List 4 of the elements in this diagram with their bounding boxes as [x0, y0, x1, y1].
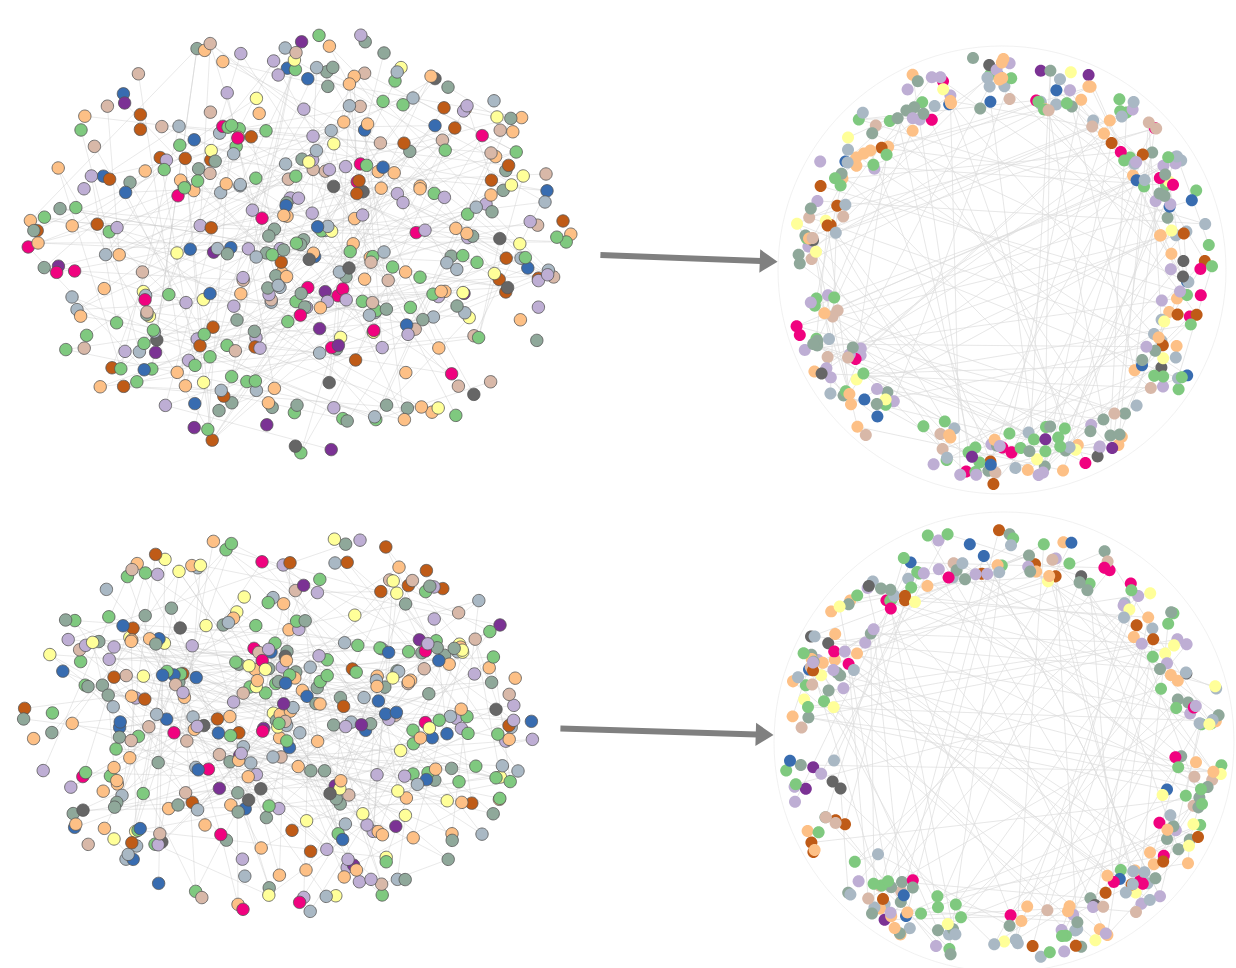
- circular-network-drawing: [773, 511, 1235, 968]
- network-drawing: [17, 532, 539, 918]
- circular-network-drawing: [777, 45, 1227, 495]
- network-drawing: [21, 28, 578, 460]
